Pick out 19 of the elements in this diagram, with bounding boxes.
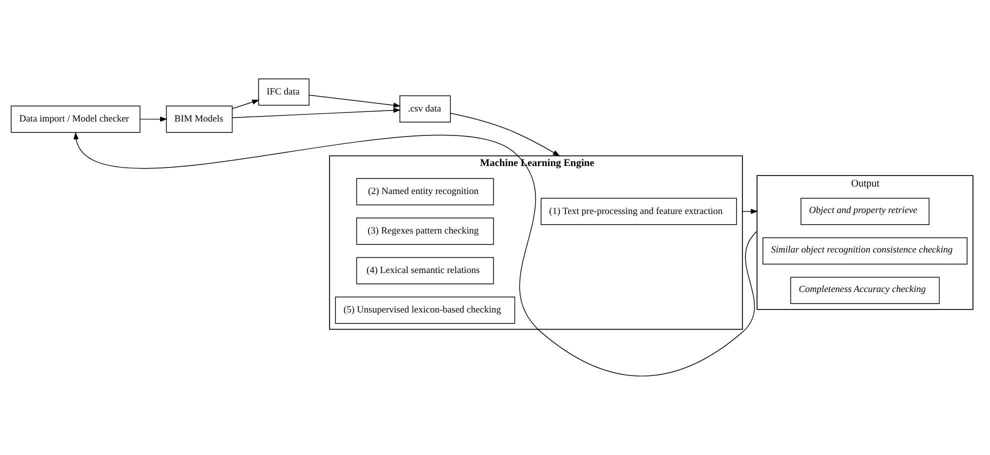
node-box: (5) Unsupervised lexicon-based checking: [335, 296, 516, 324]
node-box: BIM Models: [166, 106, 233, 133]
node-box: Similar object recognition consistence checking: [762, 237, 968, 264]
node-box: IFC data: [258, 78, 310, 106]
arrow: [742, 208, 758, 214]
node-box: Completeness Accuracy checking: [790, 276, 940, 304]
arrow: [232, 100, 260, 109]
node-box: (3) Regexes pattern checking: [356, 218, 494, 245]
arrow: [450, 112, 560, 156]
node-box: (2) Named entity recognition: [356, 178, 494, 206]
arrow: [308, 94, 401, 108]
arrow: [74, 132, 758, 376]
arrow: [232, 108, 401, 118]
node-box: (4) Lexical semantic relations: [356, 257, 494, 284]
node-box: Object and property retrieve: [800, 198, 930, 225]
node-box: .csv data: [399, 95, 451, 122]
node-box: Data import / Model checker: [10, 106, 140, 133]
arrow: [140, 116, 168, 122]
node-box: (1) Text pre-processing and feature extraction: [540, 198, 737, 225]
